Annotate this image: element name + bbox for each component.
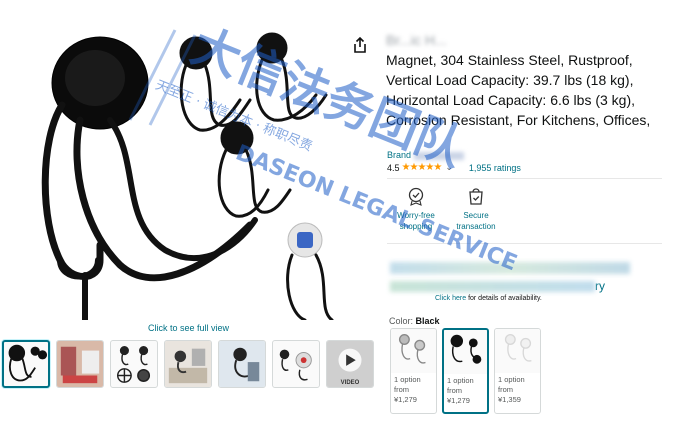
click-to-see-full-view[interactable]: Click to see full view xyxy=(148,323,230,333)
product-title: Br...ic H... Magnet, 304 Stainless Steel… xyxy=(386,30,676,130)
color-selected-value: Black xyxy=(415,316,440,326)
brand-name-blurred xyxy=(413,151,464,160)
delivery-line: ry xyxy=(390,279,605,293)
video-label: VIDEO xyxy=(340,380,360,386)
feature-label: Worry-free shopping xyxy=(397,211,435,231)
thumbnail-4[interactable] xyxy=(164,340,212,388)
thumbnail-5[interactable] xyxy=(218,340,266,388)
variant-price: ¥1,279 xyxy=(447,396,470,405)
variant-from: from xyxy=(447,386,462,395)
feature-secure-transaction[interactable]: Secure transaction xyxy=(446,186,506,232)
thumbnail-6[interactable] xyxy=(272,340,320,388)
thumbnail-strip: VIDEO xyxy=(2,340,374,392)
variant-option-count: 1 option xyxy=(394,375,421,384)
divider xyxy=(387,178,662,179)
play-icon xyxy=(346,354,356,366)
color-label: Color: xyxy=(389,316,414,326)
variant-from: from xyxy=(498,385,513,394)
chevron-down-icon[interactable]: ⌄ xyxy=(445,162,453,172)
rating-row: 4.5 ★★★★★ ⌄ 1,955 ratings xyxy=(387,162,521,173)
product-title-text: Magnet, 304 Stainless Steel, Rustproof, … xyxy=(386,52,651,128)
star-rating-icon[interactable]: ★★★★★ xyxy=(401,162,443,173)
delivery-text-blurred xyxy=(390,281,595,293)
delivery-message-blurred xyxy=(390,262,630,274)
availability-note: Click here for details of availability. xyxy=(435,295,542,302)
feature-label: Secure transaction xyxy=(456,211,496,231)
divider xyxy=(387,243,662,244)
thumbnail-video[interactable]: VIDEO xyxy=(326,340,374,388)
variant-option-count: 1 option xyxy=(498,375,525,384)
brand-label: Brand xyxy=(387,150,412,160)
variant-from: from xyxy=(394,385,409,394)
feature-worry-free[interactable]: Worry-free shopping xyxy=(386,186,446,232)
rating-value: 4.5 xyxy=(387,162,400,173)
product-title-blurred: Br...ic H... xyxy=(386,32,447,48)
share-icon[interactable] xyxy=(352,36,368,54)
variant-price: ¥1,279 xyxy=(394,395,417,404)
thumbnail-2[interactable] xyxy=(56,340,104,388)
delivery-link-fragment[interactable]: ry xyxy=(595,279,605,293)
thumbnail-1[interactable] xyxy=(2,340,50,388)
badge-icon xyxy=(408,187,424,206)
ratings-count-link[interactable]: 1,955 ratings xyxy=(468,162,521,173)
availability-text: for details of availability. xyxy=(466,295,542,302)
availability-link[interactable]: Click here xyxy=(435,295,467,302)
lock-bag-icon xyxy=(469,188,483,205)
brand-link[interactable]: Brand xyxy=(387,150,464,160)
thumbnail-3[interactable] xyxy=(110,340,158,388)
color-selector-label: Color: Black xyxy=(389,316,440,326)
variant-option-count: 1 option xyxy=(447,376,474,385)
main-product-image[interactable] xyxy=(0,20,345,320)
variant-price: ¥1,359 xyxy=(498,395,521,404)
